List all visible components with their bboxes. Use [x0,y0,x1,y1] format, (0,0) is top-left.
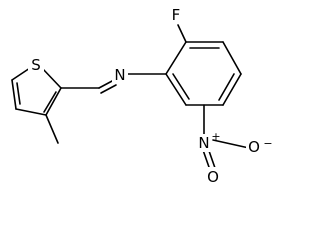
thiophene-ring [11,67,62,116]
bond-c5-s [11,67,31,81]
bond-ch-n-inner [100,84,117,94]
bond-c4-c5-inner [218,73,235,101]
fluorine-label: F [172,6,181,24]
nitro-oxygen-charge: − [263,137,272,150]
bond-nitro-o-single [212,139,250,149]
imine-nitrogen-label: N [114,66,125,84]
bond-c2-f [177,24,187,43]
nitro-nitrogen-charge: + [211,130,220,143]
benzene-ring [125,41,242,106]
bond-c4-c5-inner [16,82,21,105]
bond-c4-c5 [222,73,242,106]
bond-nitro-o-double-a [202,149,211,171]
bond-c6-c1-inner [172,73,190,100]
bond-s-c2 [41,67,62,89]
molecule-drawing: S N F N + O O − [11,6,273,186]
nitro-oxygen-single-label: O [248,138,260,156]
chemical-structure-diagram: S N F N + O O − [11,6,273,186]
bond-c2-c3-inner [43,91,57,113]
bond-c4-c5 [11,79,17,110]
sulfur-label: S [31,56,41,74]
nitro-nitrogen-label: N [198,134,209,152]
bond-ch-n [98,79,115,89]
bond-c3-c4 [222,41,242,75]
bond-c6-c1 [165,73,187,106]
nitro-oxygen-double-label: O [207,168,219,186]
bond-c2-c3 [45,87,62,116]
bond-c3-c4 [15,108,47,116]
bond-methyl [45,114,59,144]
bond-c1-c2 [165,41,187,75]
